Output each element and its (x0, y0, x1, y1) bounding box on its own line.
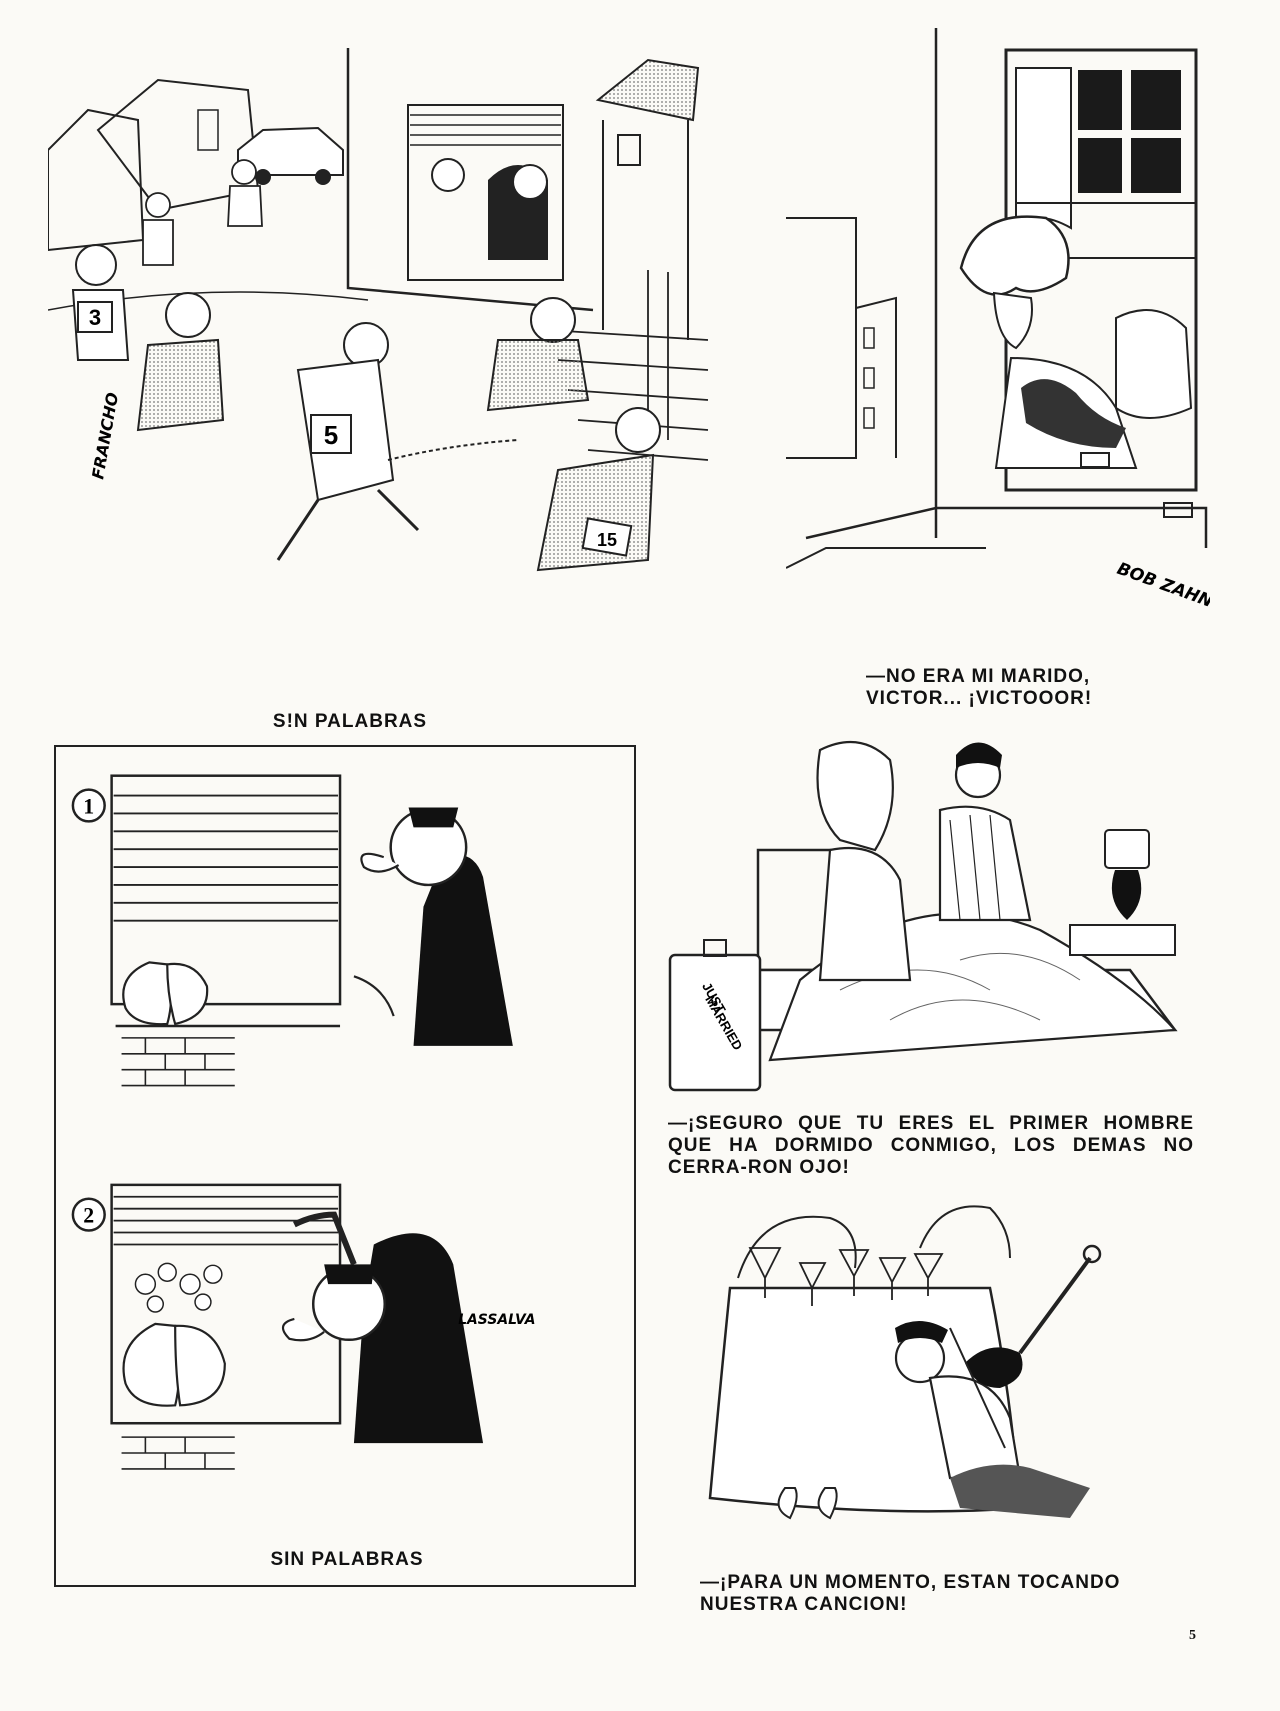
window-signature: BOB ZAHN (1114, 559, 1210, 612)
newlyweds-caption: —¡SEGURO QUE TU ERES EL PRIMER HOMBRE QU… (668, 1113, 1194, 1178)
page-number: 5 (1189, 1628, 1196, 1643)
vase-illustration: 1 2 (71, 774, 536, 1470)
vase-cartoon: 1 2 (54, 745, 636, 1587)
window-woman-illustration: BOB ZAHN (786, 28, 1210, 612)
marathon-caption: S!N PALABRAS (272, 711, 428, 732)
panel-number-2: 2 (83, 1204, 94, 1228)
bib-15: 15 (597, 530, 617, 550)
marathon-cartoon: 3 5 15 FRANCHO (48, 40, 724, 702)
newlyweds-cartoon: JUST MARRIED (660, 730, 1180, 1100)
marathon-illustration: 3 5 15 FRANCHO (48, 48, 709, 572)
newlyweds-illustration: JUST MARRIED (668, 740, 1178, 1092)
vase-signature: LASSALVA (458, 1312, 535, 1328)
marathon-signature: FRANCHO (88, 391, 122, 481)
violinist-cartoon (690, 1188, 1160, 1558)
vase-caption: SIN PALABRAS (270, 1549, 424, 1570)
violinist-illustration (708, 1205, 1102, 1520)
violinist-caption: —¡PARA UN MOMENTO, ESTAN TOCANDO NUESTRA… (700, 1572, 1121, 1615)
panel-number-1: 1 (83, 794, 94, 818)
bib-3: 3 (89, 305, 101, 330)
bib-5: 5 (324, 420, 338, 450)
window-woman-caption: —NO ERA MI MARIDO, VICTOR... ¡VICTOOOR! (866, 666, 1093, 709)
window-woman-cartoon: BOB ZAHN (786, 28, 1210, 640)
